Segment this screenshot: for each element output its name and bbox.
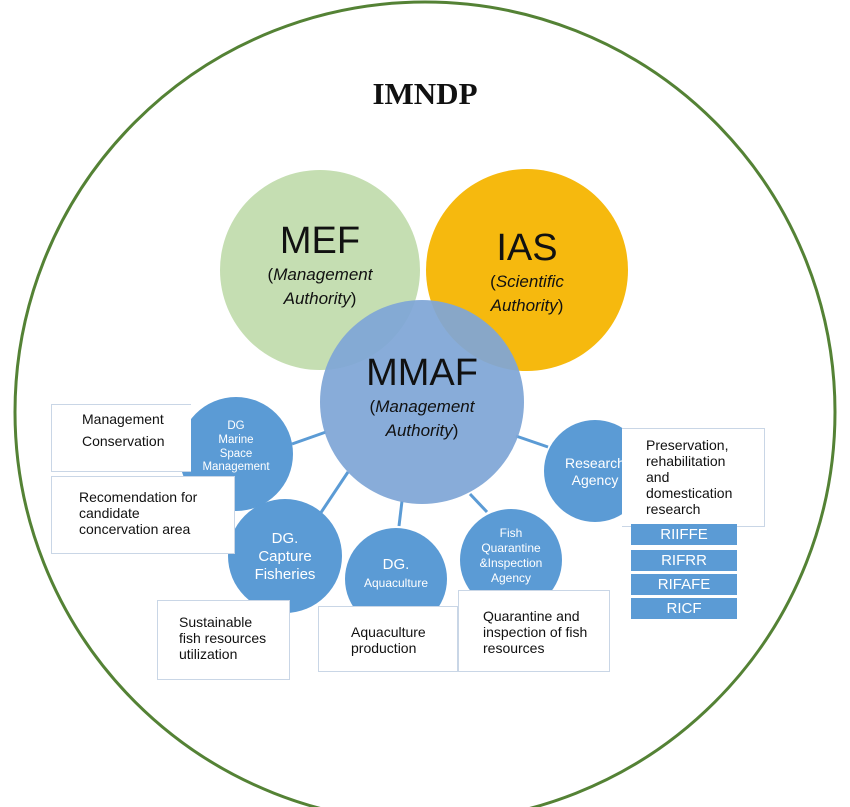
box-quarantine-inspection — [458, 590, 610, 672]
connector-capture — [314, 471, 350, 521]
aquaculture-node — [345, 528, 447, 630]
quarantine-node-label: Fish Quarantine &Inspection Agency — [479, 526, 543, 585]
research-node — [544, 420, 646, 522]
box-quarantine-inspection-text: Quarantine and inspection of fish resour… — [483, 608, 588, 656]
institute-rifrr: RIFRR — [631, 550, 737, 571]
mmaf-role: (Management — [369, 397, 475, 416]
institute-riiffe: RIIFFE — [631, 524, 737, 545]
ias-role-line2: Authority) — [490, 296, 564, 315]
ias-name: IAS — [496, 227, 558, 269]
box-preservation — [622, 428, 765, 527]
box-preservation-text: Preservation, rehabilitation and domesti… — [646, 437, 733, 517]
quarantine-node — [460, 509, 562, 611]
connector-research — [515, 434, 549, 449]
mef-role-line2: Authority) — [283, 289, 357, 308]
mmaf-name: MMAF — [366, 352, 478, 394]
box-management-conservation-text: Management Conservation — [82, 411, 165, 449]
box-sustainable-text: Sustainable fish resources utilization — [179, 614, 267, 662]
mmaf-label: MMAF (Management Authority) — [322, 351, 522, 443]
connector-aquaculture — [397, 500, 404, 527]
box-aquaculture-production — [318, 606, 458, 672]
outer-ring — [13, 0, 837, 807]
box-recommendation — [51, 476, 235, 554]
box-recommendation-text: Recomendation for candidate concervation… — [79, 489, 198, 537]
aquaculture-node-label: DG. Aquaculture — [363, 556, 429, 590]
institute-ricf: RICF — [631, 598, 737, 619]
research-node-label: Research Agency — [565, 455, 625, 488]
marine-space-node-label: DG Marine Space Management — [202, 420, 270, 474]
capture-node-label: DG. Capture Fisheries — [254, 530, 316, 583]
mmaf-role-line2: Authority) — [385, 421, 459, 440]
mef-label: MEF (Management Authority) — [220, 219, 420, 311]
connector-quarantine — [468, 492, 489, 514]
mef-role: (Management — [267, 265, 373, 284]
connector-marine-space — [291, 430, 327, 446]
capture-node — [228, 499, 342, 613]
mef-name: MEF — [279, 220, 361, 262]
box-aquaculture-production-text: Aquaculture production — [351, 624, 426, 656]
mmaf-circle — [320, 300, 524, 504]
ias-label: IAS (Scientific Authority) — [427, 226, 627, 318]
ias-role: (Scientific — [490, 272, 564, 291]
page-title: IMNDP — [372, 76, 478, 111]
box-sustainable — [157, 600, 290, 680]
institute-rifafe: RIFAFE — [631, 574, 737, 595]
box-management-conservation — [51, 404, 191, 472]
